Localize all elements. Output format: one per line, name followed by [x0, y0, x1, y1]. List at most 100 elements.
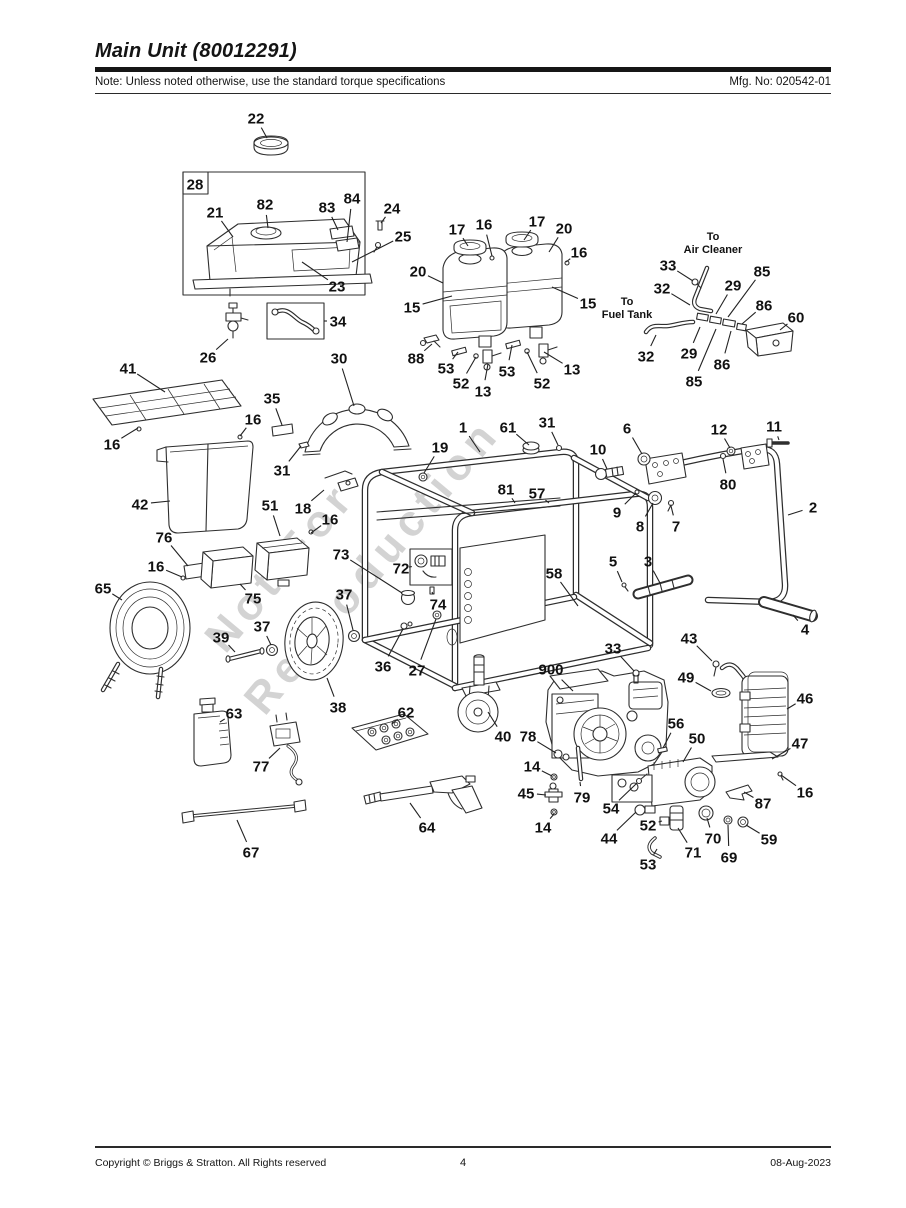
part-callout-46: 46: [797, 691, 814, 708]
leader-line-82: [265, 214, 269, 229]
leader-line-23: [301, 261, 329, 281]
leader-line-20: [548, 237, 559, 253]
part-callout-5: 5: [609, 554, 617, 571]
part-callout-37: 37: [254, 619, 271, 636]
part-callout-31: 31: [274, 463, 291, 480]
leader-line-86: [741, 311, 757, 325]
part-callout-27: 27: [409, 663, 426, 680]
part-callout-2: 2: [809, 500, 817, 517]
leader-line-52: [658, 820, 663, 823]
leader-line-45: [536, 793, 547, 796]
part-callout-16: 16: [571, 245, 588, 262]
mfg-number: Mfg. No: 020542-01: [729, 76, 831, 88]
axle-39-washers-37: [225, 629, 361, 663]
spray-gun-64: [363, 775, 483, 814]
hose-coil-65: [100, 581, 191, 700]
part-callout-61: 61: [500, 420, 517, 437]
part-callout-69: 69: [721, 850, 738, 867]
part-callout-86: 86: [756, 298, 773, 315]
leader-line-11: [777, 436, 780, 441]
part-callout-12: 12: [711, 422, 728, 439]
leader-line-39: [228, 644, 236, 653]
part-callout-59: 59: [761, 832, 778, 849]
part-callout-45: 45: [518, 786, 535, 803]
leader-line-16: [165, 569, 183, 578]
page-number: 4: [459, 1157, 467, 1169]
leader-line-76: [170, 545, 189, 567]
leader-line-21: [220, 220, 234, 238]
handle-2-drawing: [632, 443, 818, 623]
part-callout-6: 6: [623, 421, 631, 438]
part-callout-83: 83: [319, 200, 336, 217]
part-callout-29: 29: [681, 346, 698, 363]
part-callout-39: 39: [213, 630, 230, 647]
page-title: Main Unit (80012291): [95, 40, 297, 62]
part-callout-21: 21: [207, 205, 224, 222]
leader-line-54: [618, 782, 638, 801]
part-callout-17: 17: [529, 214, 546, 231]
part-callout-73: 73: [333, 547, 350, 564]
leader-line-50: [682, 747, 692, 763]
leader-line-10: [602, 458, 608, 470]
leader-line-85: [697, 328, 717, 372]
part-callout-10: 10: [590, 442, 607, 459]
leader-line-43: [696, 645, 713, 662]
part-callout-4: 4: [801, 622, 810, 639]
part-callout-52: 52: [453, 376, 470, 393]
leader-line-70: [706, 817, 711, 828]
leader-line-16: [565, 258, 571, 263]
auxiliary-tanks-drawing: [419, 231, 563, 371]
leader-line-73: [349, 559, 403, 594]
part-callout-11: 11: [766, 419, 782, 436]
leader-line-44: [616, 811, 637, 831]
leader-line-81: [511, 497, 516, 504]
leader-line-60: [779, 323, 788, 331]
part-callout-28: 28: [187, 177, 204, 194]
footer-rule: [95, 1146, 831, 1148]
leader-line-17: [523, 229, 532, 241]
leader-line-27: [420, 618, 437, 660]
leader-line-56: [662, 732, 672, 749]
revision-date: 08-Aug-2023: [770, 1157, 831, 1169]
part-callout-71: 71: [685, 845, 702, 862]
part-callout-16: 16: [245, 412, 262, 429]
bolt-24-screw-25: [373, 220, 385, 253]
part-callout-3: 3: [644, 554, 652, 571]
part-callout-20: 20: [410, 264, 427, 281]
part-callout-81: 81: [498, 482, 515, 499]
part-callout-16: 16: [476, 217, 493, 234]
part-callout-15: 15: [404, 300, 421, 317]
leader-line-15: [551, 286, 579, 300]
part-callout-37: 37: [336, 587, 353, 604]
part-callout-9: 9: [613, 505, 621, 522]
leader-line-38: [326, 677, 335, 697]
hardware-33b: [632, 669, 640, 683]
leader-line-32: [671, 293, 691, 306]
generator-frame-drawing: [361, 448, 654, 697]
part-callout-26: 26: [200, 350, 217, 367]
leader-line-52: [526, 351, 538, 374]
part-callout-58: 58: [546, 566, 563, 583]
leader-line-24: [380, 216, 386, 224]
leader-line-29: [692, 326, 701, 344]
leader-line-8: [644, 502, 654, 517]
leader-line-53: [653, 848, 658, 855]
leader-line-900: [561, 679, 574, 692]
torque-note: Note: Unless noted otherwise, use the st…: [95, 76, 446, 88]
part-callout-30: 30: [331, 351, 348, 368]
part-callout-16: 16: [148, 559, 165, 576]
leader-line-42: [150, 500, 171, 504]
leader-line-40: [487, 711, 498, 727]
leader-line-32: [650, 334, 657, 347]
part-callout-49: 49: [678, 670, 695, 687]
part-callout-43: 43: [681, 631, 698, 648]
part-callout-63: 63: [226, 706, 243, 723]
engine-900-drawing: [545, 668, 669, 782]
leader-line-62: [391, 718, 399, 725]
leader-line-16: [121, 427, 139, 439]
leader-line-64: [409, 802, 422, 819]
part-callout-41: 41: [120, 361, 137, 378]
